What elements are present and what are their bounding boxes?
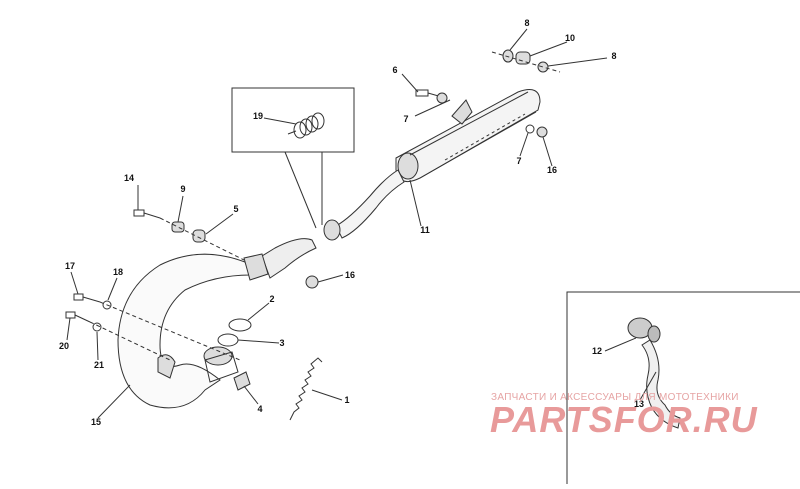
- spring-detail-inset: [231, 87, 355, 229]
- gasket-3-part: [217, 333, 239, 347]
- callout-16: 16: [345, 270, 355, 280]
- callout-2: 2: [269, 294, 274, 304]
- callout-18: 18: [113, 267, 123, 277]
- bushing-9-part: [171, 221, 185, 233]
- callout-19: 19: [253, 111, 263, 121]
- callout-3: 3: [279, 338, 284, 348]
- bolt-20-part: [65, 311, 91, 323]
- gasket-2-part: [228, 318, 252, 332]
- callout-1: 1: [344, 395, 349, 405]
- callout-6: 6: [392, 65, 397, 75]
- bolt-14-part: [133, 209, 161, 219]
- callout-14: 14: [124, 173, 134, 183]
- bolt-17-part: [73, 293, 101, 303]
- callout-20: 20: [59, 341, 69, 351]
- callout-15: 15: [91, 417, 101, 427]
- grommet-5-part: [192, 229, 206, 243]
- callout-7: 7: [403, 114, 408, 124]
- silencer-11-part: [395, 89, 541, 183]
- callout-10: 10: [565, 33, 575, 43]
- watermark-tagline: ЗАПЧАСТИ И АКСЕССУАРЫ ДЛЯ МОТОТЕХНИКИ: [491, 392, 739, 403]
- washer-18-part: [102, 300, 112, 310]
- washer-21-part: [92, 322, 102, 332]
- callout-11: 11: [420, 225, 430, 235]
- spring-19-part: [287, 112, 325, 139]
- callout-8: 8: [524, 18, 529, 28]
- watermark-logo: PARTSFOR.RU: [490, 399, 758, 440]
- watermark: ЗАПЧАСТИ И АКСЕССУАРЫ ДЛЯ МОТОТЕХНИКИ PA…: [490, 392, 758, 440]
- bottom-right-inset: [566, 291, 800, 484]
- callout-17: 17: [65, 261, 75, 271]
- callout-5: 5: [233, 204, 238, 214]
- callout-13: 13: [634, 399, 644, 409]
- bracket-4-part: [233, 371, 251, 391]
- callout-8: 8: [611, 51, 616, 61]
- muffler-inlet-12-13-part: [627, 317, 681, 429]
- callout-21: 21: [94, 360, 104, 370]
- callouts: 8 10 8 6 7 7 16 19 14 9 5 11 16 17 18 2 …: [59, 18, 644, 427]
- silencer-mount-hardware: [415, 49, 561, 138]
- callout-7: 7: [516, 156, 521, 166]
- leader-lines: [66, 28, 657, 419]
- expansion-chamber-15-part: [117, 238, 317, 409]
- silencer-inlet-pipe: [323, 169, 405, 241]
- nut-16-part: [305, 275, 319, 289]
- callout-12: 12: [592, 346, 602, 356]
- callout-9: 9: [180, 184, 185, 194]
- callout-4: 4: [257, 404, 262, 414]
- callout-16: 16: [547, 165, 557, 175]
- assembly-lines: [89, 217, 245, 361]
- spring-1-part: [289, 357, 323, 421]
